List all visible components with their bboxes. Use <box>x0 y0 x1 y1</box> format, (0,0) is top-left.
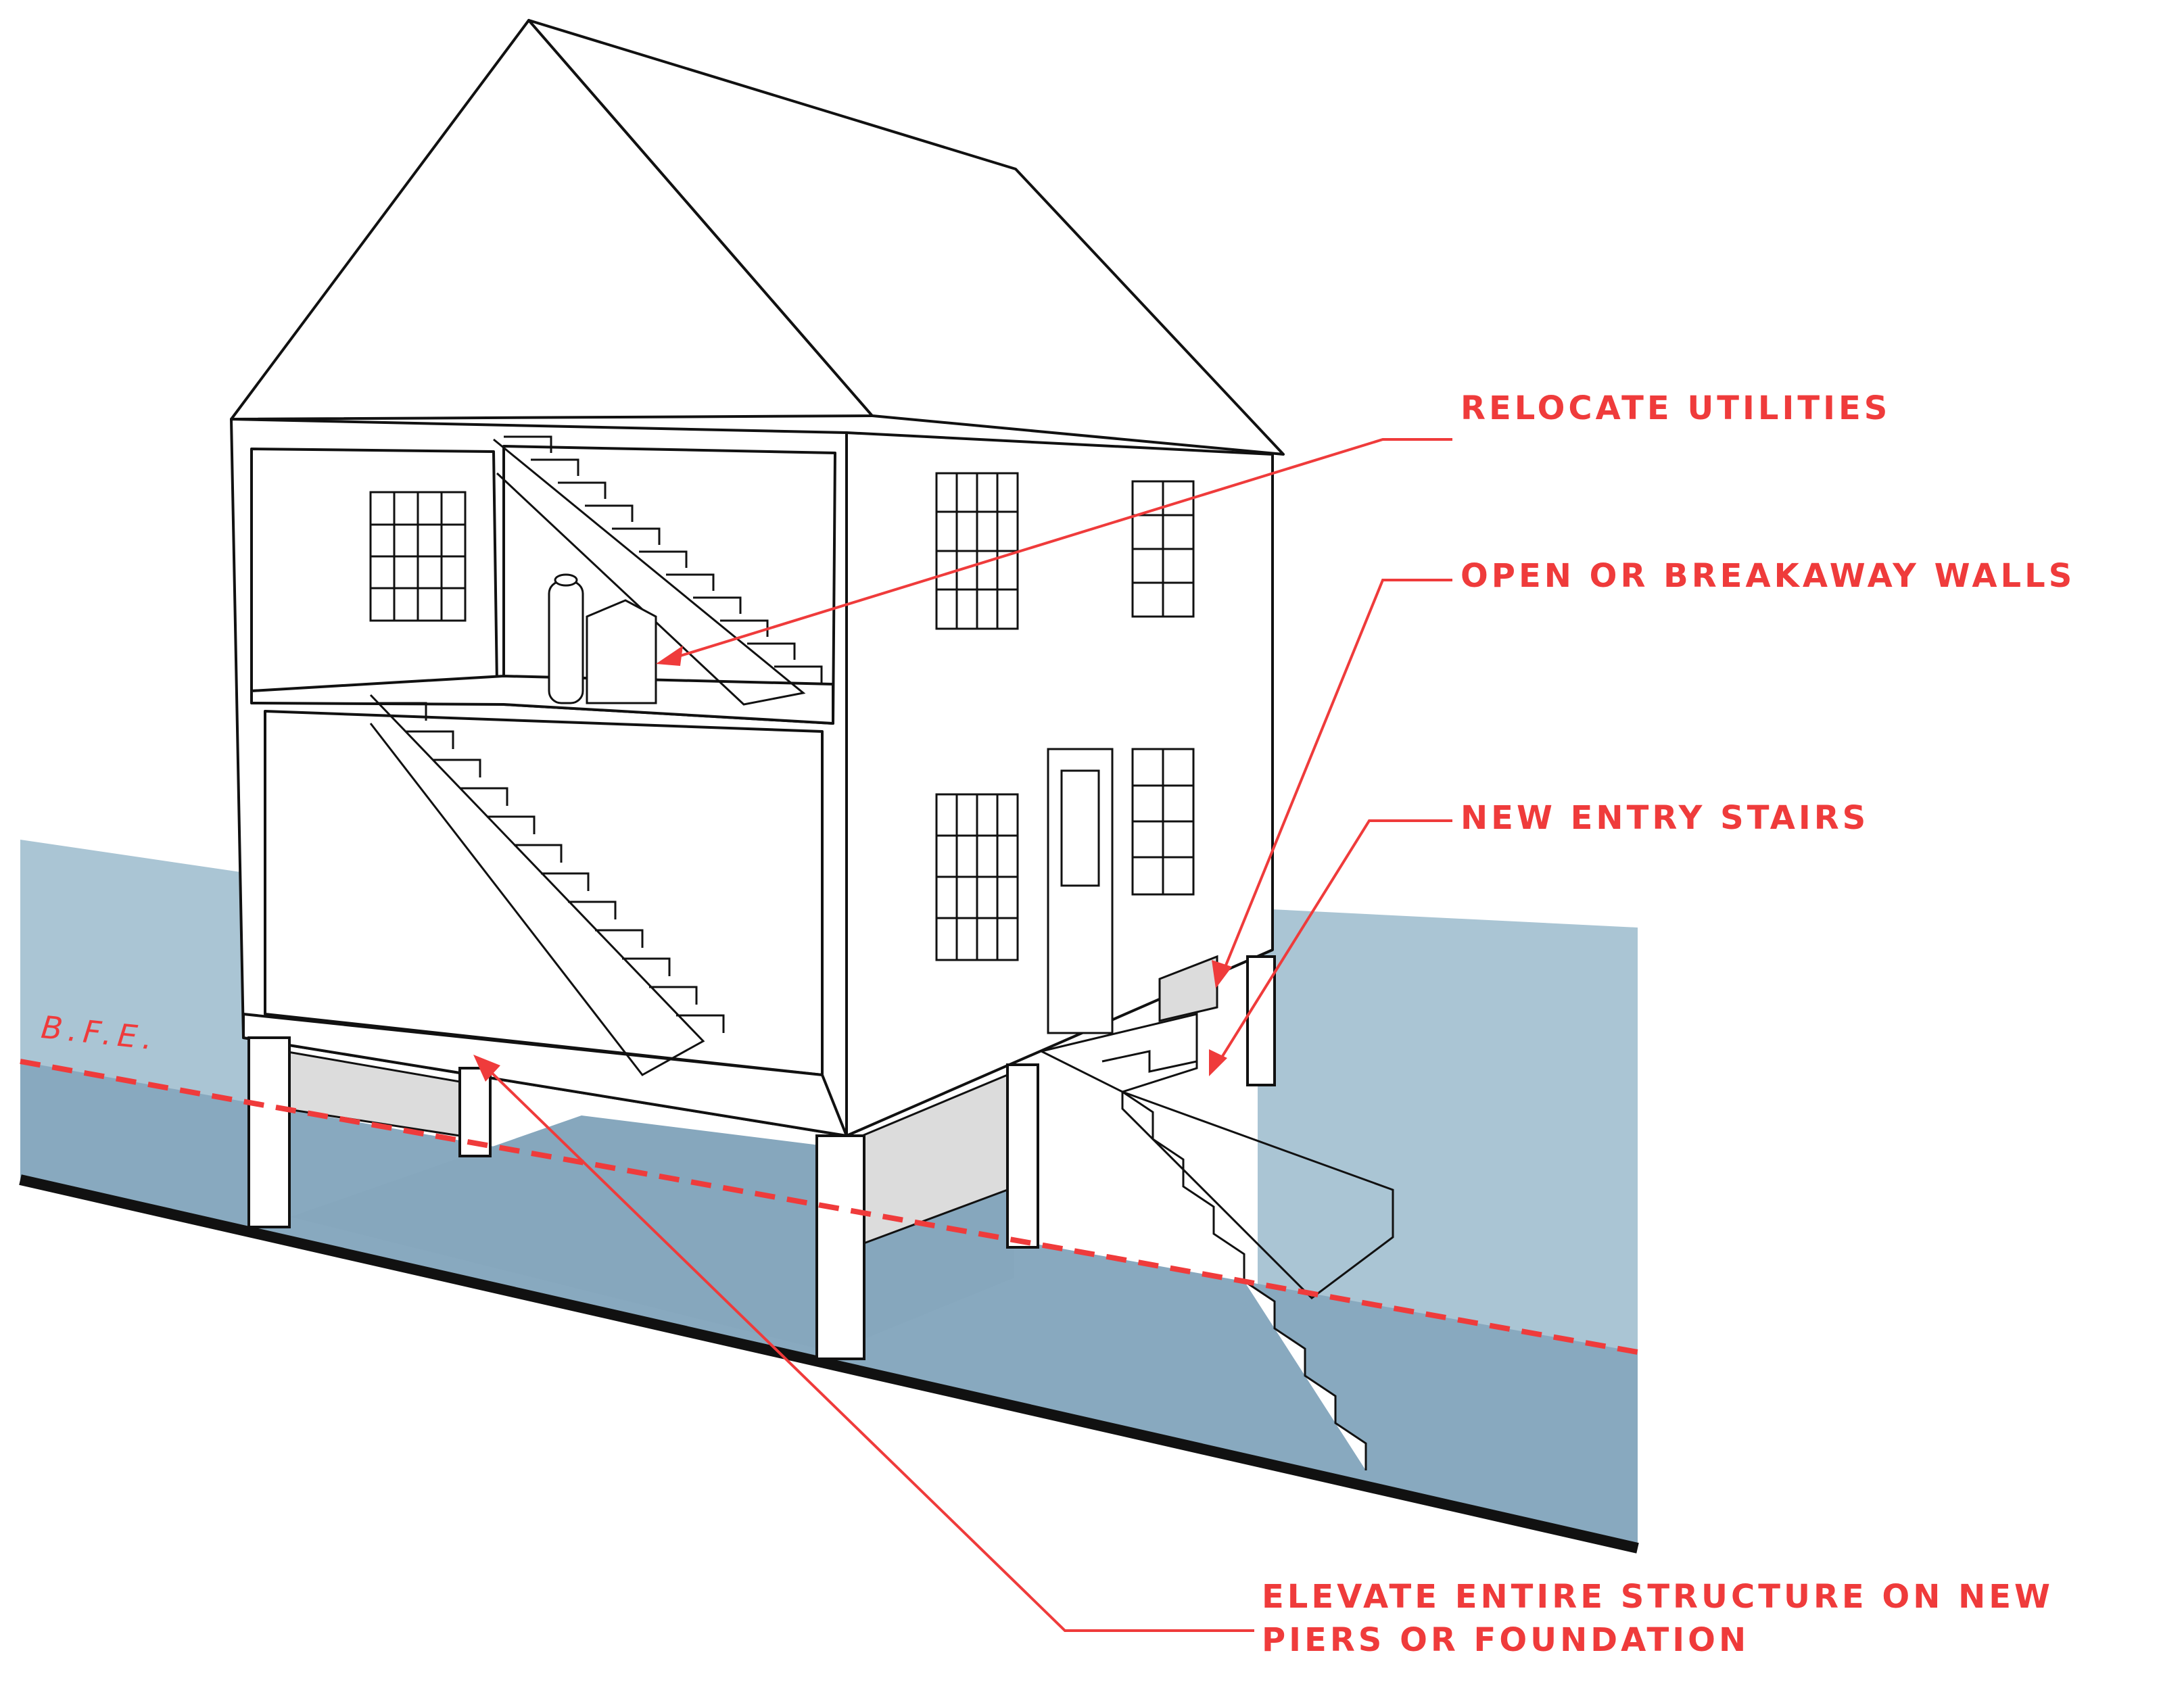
arrow-walls <box>1212 960 1232 988</box>
callout-relocate-utilities: RELOCATE UTILITIES <box>1461 387 1891 430</box>
window-upper-front-1 <box>935 472 1019 630</box>
callout-text-line2: PIERS OR FOUNDATION <box>1262 1621 1750 1659</box>
arrow-stairs <box>1209 1049 1227 1076</box>
piers <box>247 955 1276 1360</box>
callout-text: RELOCATE UTILITIES <box>1461 389 1891 427</box>
callout-text: NEW ENTRY STAIRS <box>1461 799 1870 837</box>
annotation-arrowheads <box>473 646 1232 1082</box>
lower-room <box>264 710 824 1076</box>
pier-1 <box>247 1036 291 1228</box>
window-upper-left <box>369 491 467 622</box>
annotation-leaders <box>482 438 1452 1632</box>
callout-elevate-structure: ELEVATE ENTIRE STRUCTURE ON NEW PIERS OR… <box>1262 1575 2054 1662</box>
pier-4 <box>1006 1063 1039 1249</box>
pier-5 <box>1246 955 1276 1086</box>
bfe-line <box>20 1059 1638 1355</box>
leader-relocate-utilities <box>669 438 1452 660</box>
callout-text: OPEN OR BREAKAWAY WALLS <box>1461 557 2076 595</box>
exterior-entry-stairs <box>1038 1013 1394 1470</box>
windows <box>369 472 1195 961</box>
window-lower-front-1 <box>935 793 1019 961</box>
second-floor-slab <box>250 675 834 725</box>
callout-new-entry-stairs: NEW ENTRY STAIRS <box>1461 796 1869 840</box>
water-heater-icon <box>548 580 584 704</box>
leader-elevate-structure <box>482 1063 1254 1632</box>
leader-new-entry-stairs <box>1216 819 1452 1066</box>
front-door <box>1047 748 1114 1034</box>
interior-stairs-lower <box>369 694 725 1076</box>
leader-open-breakaway-walls <box>1221 579 1452 974</box>
callout-open-breakaway-walls: OPEN OR BREAKAWAY WALLS <box>1461 554 2075 598</box>
window-lower-front-2 <box>1131 748 1195 896</box>
arrow-elevate <box>473 1055 500 1082</box>
pier-3 <box>815 1134 865 1360</box>
furnace-icon <box>586 599 657 704</box>
interior-stairs-upper <box>493 435 823 706</box>
window-upper-front-2 <box>1131 480 1195 618</box>
ground-line <box>19 1174 1639 1554</box>
callout-text-line1: ELEVATE ENTIRE STRUCTURE ON NEW <box>1262 1578 2054 1616</box>
arrow-relocate <box>656 646 683 666</box>
utilities <box>548 573 657 704</box>
roof-side <box>527 19 1285 456</box>
